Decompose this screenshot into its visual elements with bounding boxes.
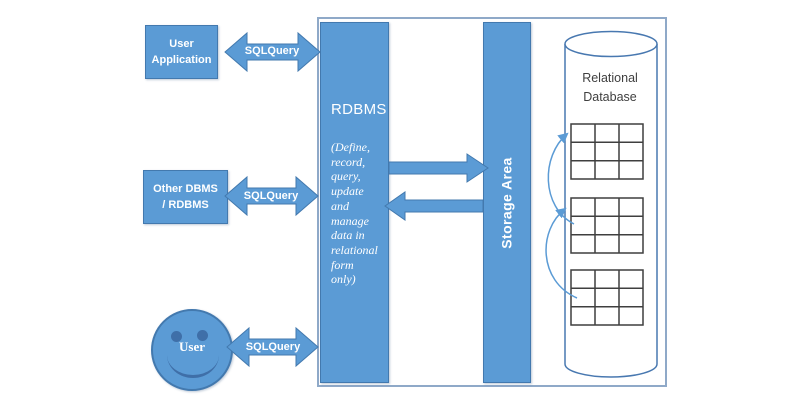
storage-area-label: Storage Area [499,156,515,249]
rdbms-title: RDBMS [331,101,387,118]
sqlquery-label-bottom: SQLQuery [245,341,301,353]
user-application-line2: Application [151,54,212,66]
other-dbms-line2: / RDBMS [162,199,209,211]
relational-database-line1: Relational [582,71,638,85]
smiley-eye-right-icon [197,330,208,341]
smiley-mouth-icon [167,355,219,378]
user-smiley: User [151,309,233,391]
smiley-eye-left-icon [171,331,182,342]
relational-database-label: Relational Database [563,69,657,107]
sqlquery-label-middle: SQLQuery [243,190,299,202]
rdbms-description: (Define, record, query, update and manag… [331,140,378,287]
user-application-box: User Application [145,25,218,79]
relational-database-line2: Database [583,90,637,104]
other-dbms-box: Other DBMS / RDBMS [143,170,228,224]
sqlquery-label-top: SQLQuery [244,45,300,57]
user-application-line1: User [169,38,194,50]
other-dbms-line1: Other DBMS [153,183,218,195]
rdbms-column: RDBMS (Define, record, query, update and… [320,22,389,383]
user-label: User [179,339,205,354]
storage-area-column: Storage Area [483,22,531,383]
